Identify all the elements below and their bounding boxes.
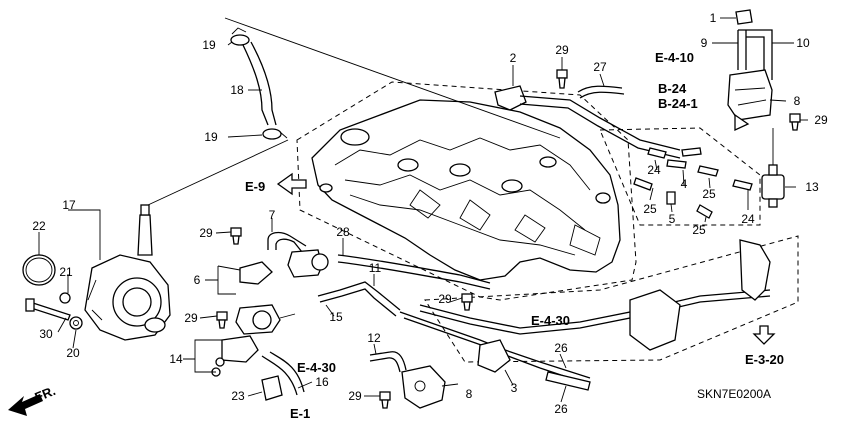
part-label: 26 (554, 402, 568, 416)
solenoid-valve-8 (727, 69, 773, 132)
solenoid-6 (239, 249, 329, 285)
part-label: 14 (169, 352, 183, 366)
bolt-29-left-lower (216, 311, 228, 329)
section-ref-e-4-10: E-4-10 (655, 50, 694, 65)
manifold-dashed-box (296, 81, 637, 301)
part-label: 21 (59, 265, 73, 279)
part-label: 25 (692, 223, 706, 237)
solenoid-15 (235, 304, 296, 335)
pump-bolt (25, 298, 71, 321)
part-label: 12 (367, 331, 381, 345)
part-label: 3 (511, 381, 518, 395)
part-label: 22 (32, 219, 46, 233)
bolt-29-top (556, 69, 568, 89)
part-label: 8 (794, 94, 801, 108)
arrow-left-e9 (276, 172, 307, 196)
bolt-29-left-upper (230, 227, 242, 245)
clip-1 (735, 9, 753, 25)
hose-27 (577, 85, 625, 99)
part-label: 15 (329, 310, 343, 324)
part-label: 18 (230, 83, 244, 97)
bolt-29-bottom (379, 391, 391, 409)
vacuum-pump (84, 204, 171, 341)
part-label: 10 (796, 36, 810, 50)
hose-clamp-lower (262, 128, 288, 140)
part-label: 24 (647, 163, 661, 177)
hose-clamp-upper (230, 27, 250, 46)
leader-clamp-to-pump (147, 139, 289, 206)
small-hoses (633, 147, 753, 219)
filter-13 (761, 164, 785, 208)
front-label: FR. (33, 383, 58, 405)
part-label: 19 (204, 130, 218, 144)
part-label: 25 (643, 202, 657, 216)
hose-12 (369, 351, 407, 373)
section-ref-e-9: E-9 (245, 179, 265, 194)
part-label: 29 (814, 113, 828, 127)
part-label: 1 (710, 11, 717, 25)
section-ref-e-4-30-right: E-4-30 (531, 313, 570, 328)
section-ref-b-24: B-24 (658, 81, 687, 96)
intake-manifold (311, 99, 621, 281)
hose-11 (317, 281, 401, 317)
section-ref-e-3-20: E-3-20 (745, 352, 784, 367)
pipe-assembly-dashed-box (424, 235, 799, 363)
part-label: 24 (741, 212, 755, 226)
part-label: 20 (66, 346, 80, 360)
hose-group-dashed-box (599, 127, 761, 226)
part-label: 29 (199, 226, 213, 240)
clamp-23 (261, 375, 283, 401)
hose-26 (539, 361, 591, 391)
bracket-14 (211, 335, 259, 377)
bracket-8-lower (401, 365, 446, 409)
section-ref-b-24-1: B-24-1 (658, 96, 698, 111)
part-label: 5 (669, 212, 676, 226)
part-label: 28 (336, 225, 350, 239)
part-label: 30 (39, 327, 53, 341)
part-label: 23 (231, 389, 245, 403)
hose-7 (267, 231, 307, 253)
hose-18 (242, 41, 277, 126)
part-label: 9 (701, 36, 708, 50)
part-label: 11 (369, 261, 382, 275)
front-arrow-icon (8, 394, 43, 416)
hose-9-10 (737, 29, 773, 80)
part-label: 19 (202, 38, 216, 52)
leader-lines (38, 17, 808, 403)
part-label: 16 (315, 375, 329, 389)
part-label: 2 (510, 51, 517, 65)
part-label: 8 (466, 387, 473, 401)
part-label: 29 (184, 311, 198, 325)
part-label: 26 (554, 341, 568, 355)
part-label: 7 (269, 208, 276, 222)
bolt-29-right (789, 113, 801, 131)
pipe-assembly-3 (399, 239, 771, 373)
part-label: 29 (555, 43, 569, 57)
section-ref-e-4-30-left: E-4-30 (297, 360, 336, 375)
part-label: 4 (681, 177, 688, 191)
pump-washer (69, 316, 83, 330)
part-label: 17 (62, 198, 76, 212)
section-ref-e-1: E-1 (290, 406, 310, 421)
leader-hose-to-manifold (224, 17, 561, 139)
part-label: 13 (805, 180, 819, 194)
bolt-29-bottom-mid (461, 293, 473, 311)
part-label: 27 (593, 60, 607, 74)
part-label: 29 (438, 292, 452, 306)
hose-28 (337, 254, 491, 290)
arrow-down-e320 (752, 325, 776, 345)
part-label: 6 (194, 273, 201, 287)
section-references: E-4-10 B-24 B-24-1 E-9 E-4-30 E-4-30 E-1… (245, 50, 784, 421)
o-ring-small (59, 292, 71, 304)
o-ring (22, 254, 56, 286)
part-labels: 1 9 10 19 18 19 2 29 27 8 29 24 4 25 13 … (32, 11, 828, 416)
diagram-code: SKN7E0200A (697, 387, 771, 401)
part-label: 25 (702, 187, 716, 201)
part-label: 29 (348, 389, 362, 403)
